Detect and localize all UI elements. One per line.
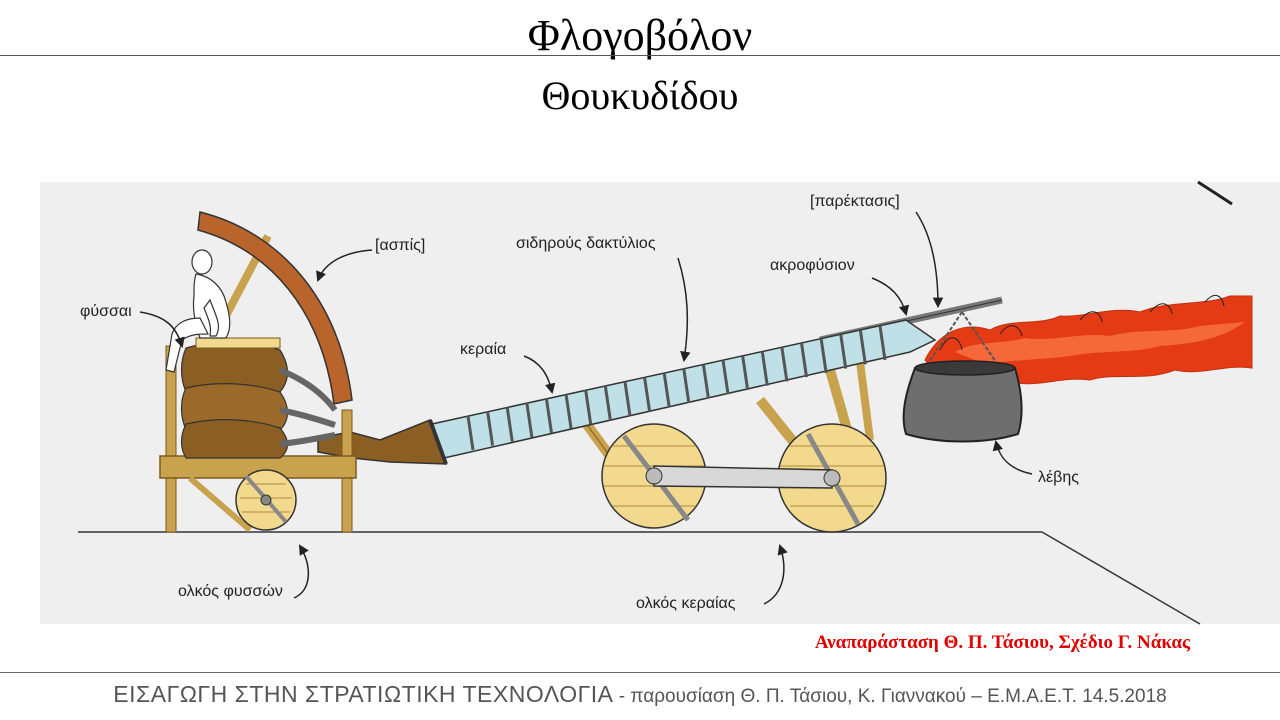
title-divider bbox=[0, 55, 1280, 56]
iron-ring bbox=[741, 355, 750, 391]
iron-ring bbox=[466, 415, 475, 451]
footer-presenters: - παρουσίαση Θ. Π. Τάσιου, Κ. Γιαννακού … bbox=[613, 686, 1167, 707]
iron-ring bbox=[643, 377, 652, 412]
label-physsai: φύσσαι bbox=[80, 303, 132, 320]
label-levis: λέβης bbox=[1038, 469, 1079, 486]
label-akrofysion: ακροφύσιον bbox=[770, 257, 855, 274]
bellows bbox=[180, 337, 338, 459]
bellows-cart-wheel bbox=[235, 469, 297, 531]
iron-ring bbox=[623, 381, 632, 416]
shield bbox=[197, 211, 353, 405]
page-title: Φλογοβόλον bbox=[527, 11, 753, 60]
labels: [ασπίς] φύσσαι κεραία σιδηρούς δακτύλιος… bbox=[80, 193, 1079, 612]
label-parektasis: [παρέκτασις] bbox=[810, 193, 900, 210]
ground bbox=[78, 180, 1233, 625]
iron-ring bbox=[701, 364, 710, 399]
iron-ring bbox=[486, 411, 495, 446]
iron-ring bbox=[544, 398, 553, 434]
iron-ring bbox=[603, 385, 612, 421]
footer-course: ΕΙΣΑΓΩΓΗ ΣΤΗΝ ΣΤΡΑΤΙΩΤΙΚΗ ΤΕΧΝΟΛΟΓΙΑ bbox=[113, 681, 614, 707]
footer: ΕΙΣΑΓΩΓΗ ΣΤΗΝ ΣΤΡΑΤΙΩΤΙΚΗ ΤΕΧΝΟΛΟΓΙΑ - π… bbox=[0, 681, 1280, 708]
iron-ring bbox=[721, 360, 730, 395]
iron-ring bbox=[564, 394, 573, 429]
label-keraia: κεραία bbox=[460, 341, 506, 358]
credit-line: Αναπαράσταση Θ. Π. Τάσιου, Σχέδιο Γ. Νάκ… bbox=[814, 632, 1190, 653]
iron-ring bbox=[878, 325, 887, 361]
label-olkos-keraias: ολκός κεραίας bbox=[636, 595, 736, 612]
iron-ring bbox=[858, 330, 867, 365]
label-olkos-fysson: ολκός φυσσών bbox=[178, 583, 283, 600]
iron-ring bbox=[505, 407, 514, 442]
operator-figure bbox=[165, 249, 231, 373]
iron-ring bbox=[760, 351, 769, 386]
footer-divider bbox=[0, 672, 1280, 673]
iron-ring bbox=[780, 347, 789, 382]
iron-ring bbox=[819, 338, 828, 374]
label-aspis: [ασπίς] bbox=[375, 237, 425, 254]
iron-ring bbox=[800, 342, 809, 378]
label-sidirous: σιδηρούς δακτύλιος bbox=[516, 235, 656, 252]
cauldron bbox=[902, 311, 1023, 443]
iron-ring bbox=[839, 334, 848, 369]
iron-ring bbox=[584, 390, 593, 425]
page-subtitle: Θουκυδίδου bbox=[541, 73, 739, 118]
flames bbox=[924, 294, 1253, 387]
iron-ring bbox=[662, 372, 671, 408]
iron-ring bbox=[682, 368, 691, 404]
iron-ring bbox=[525, 402, 534, 438]
keraia-cart-wheels bbox=[601, 423, 887, 533]
